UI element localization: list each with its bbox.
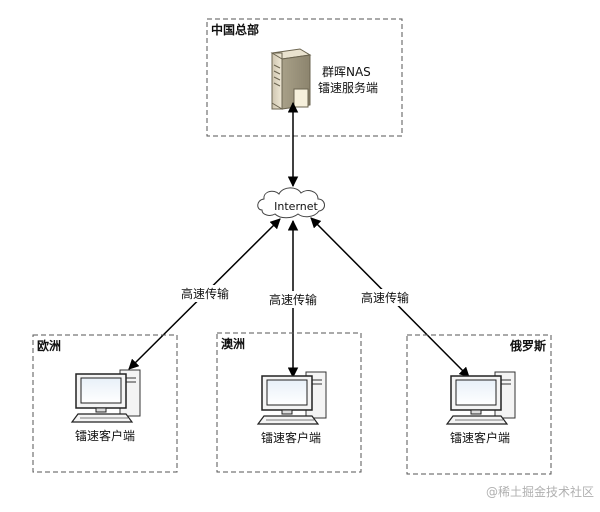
link-label-right: 高速传输 — [361, 290, 409, 305]
region-box-russia — [406, 334, 552, 475]
link-label-middle: 高速传输 — [269, 292, 317, 307]
server-label-role: 镭速服务端 — [318, 80, 378, 95]
client-label-europe: 镭速客户端 — [75, 428, 135, 443]
region-title-australia: 澳洲 — [221, 336, 245, 351]
cloud-icon — [257, 187, 325, 219]
server-label-name: 群晖NAS — [322, 65, 371, 79]
desktop-computer-icon — [446, 371, 516, 425]
region-box-europe — [32, 334, 178, 473]
watermark: @稀土掘金技术社区 — [486, 484, 594, 499]
hq-box — [206, 18, 403, 137]
link-label-left: 高速传输 — [181, 286, 229, 301]
client-label-australia: 镭速客户端 — [261, 430, 321, 445]
desktop-computer-icon — [71, 369, 141, 423]
region-title-europe: 欧洲 — [37, 338, 61, 353]
desktop-computer-icon — [257, 371, 327, 425]
region-box-australia — [216, 332, 362, 473]
hq-title: 中国总部 — [211, 22, 259, 37]
client-label-russia: 镭速客户端 — [450, 430, 510, 445]
server-icon — [270, 48, 312, 110]
cloud-label: Internet — [274, 200, 318, 213]
region-title-russia: 俄罗斯 — [509, 338, 546, 353]
